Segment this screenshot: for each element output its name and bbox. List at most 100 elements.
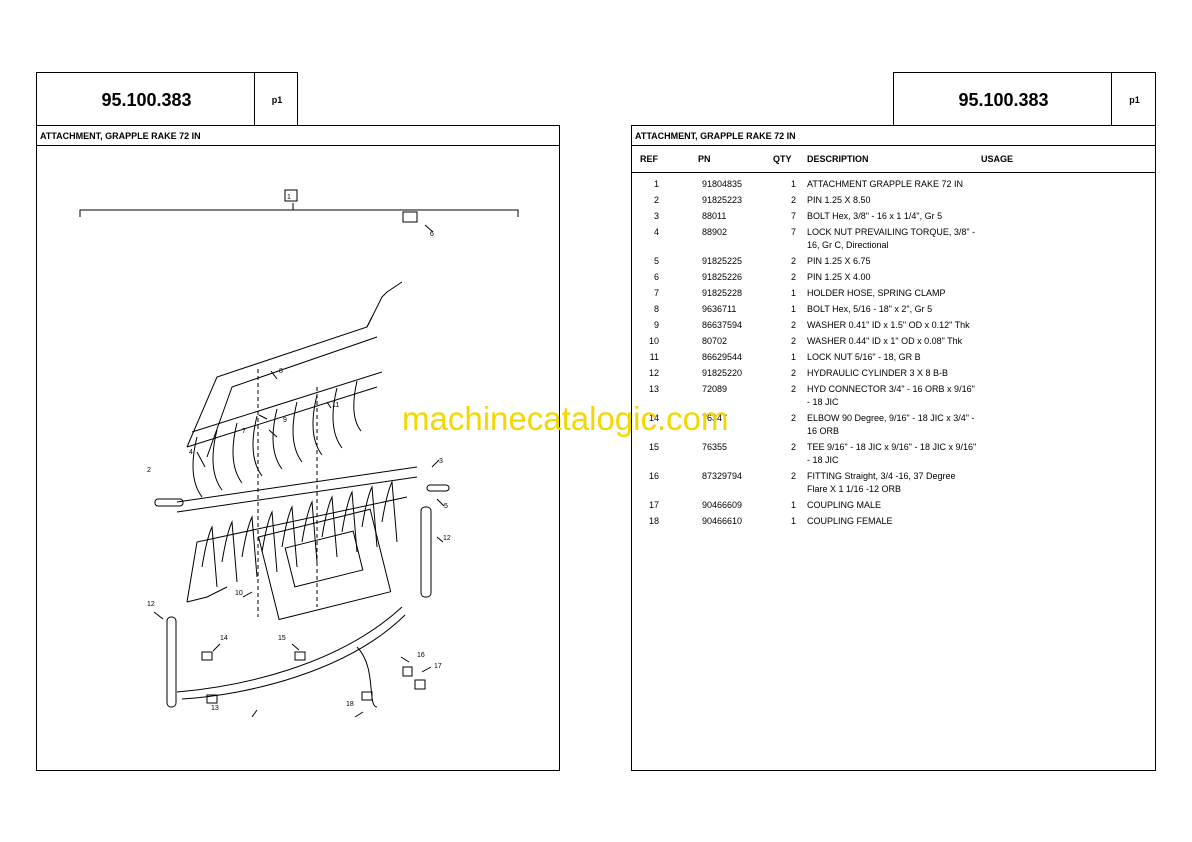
right-page-number: p1 <box>1129 95 1140 105</box>
row-qty: 1 <box>790 352 796 362</box>
row-pn: 86637594 <box>702 320 743 330</box>
right-page-box: p1 <box>1111 72 1156 126</box>
header-usage: USAGE <box>981 154 1014 164</box>
header-ref: REF <box>640 154 658 164</box>
row-ref: 3 <box>653 211 659 221</box>
row-ref: 7 <box>653 288 659 298</box>
row-description: TEE 9/16" - 18 JIC x 9/16" - 18 JIC x 9/… <box>807 442 977 465</box>
watermark: machinecatalogic.com <box>402 400 729 437</box>
row-description: BOLT Hex, 3/8" - 16 x 1 1/4", Gr 5 <box>807 211 943 221</box>
left-title: ATTACHMENT, GRAPPLE RAKE 72 IN <box>37 126 559 146</box>
table-row: 8 9636711 1 BOLT Hex, 5/16 - 18" x 2", Gr 5 <box>632 303 1155 316</box>
row-ref: 6 <box>653 272 659 282</box>
header-pn: PN <box>698 154 711 164</box>
callout-6: 6 <box>430 231 434 238</box>
callout-12b: 12 <box>147 601 155 608</box>
row-ref: 9 <box>653 320 659 330</box>
right-panel: ATTACHMENT, GRAPPLE RAKE 72 IN REF PN QT… <box>631 125 1156 771</box>
row-pn: 86629544 <box>702 352 743 362</box>
row-qty: 2 <box>790 413 796 423</box>
row-ref: 1 <box>653 179 659 189</box>
row-pn: 91825226 <box>702 272 743 282</box>
row-qty: 1 <box>790 288 796 298</box>
row-pn: 91825228 <box>702 288 743 298</box>
header-qty: QTY <box>773 154 792 164</box>
row-description: ELBOW 90 Degree, 9/16" - 18 JIC x 3/4" -… <box>807 413 975 436</box>
row-qty: 2 <box>790 471 796 481</box>
callout-17: 17 <box>434 663 442 670</box>
row-description: LOCK NUT PREVAILING TORQUE, 3/8" - 16, G… <box>807 227 976 250</box>
callout-13: 13 <box>211 705 219 712</box>
row-description: PIN 1.25 X 8.50 <box>807 195 871 205</box>
row-pn: 90466609 <box>702 500 743 510</box>
row-ref: 2 <box>653 195 659 205</box>
row-pn: 9636711 <box>702 304 737 314</box>
callout-8: 8 <box>279 368 283 375</box>
left-page-number: p1 <box>271 95 283 105</box>
row-description: WASHER 0.44" ID x 1" OD x 0.08" Thk <box>807 336 963 346</box>
row-ref: 10 <box>648 336 659 346</box>
row-ref: 16 <box>648 471 659 481</box>
callout-4: 4 <box>189 449 193 456</box>
left-panel: ATTACHMENT, GRAPPLE RAKE 72 IN <box>36 125 560 771</box>
row-pn: 76347 <box>702 413 728 423</box>
row-pn: 91825225 <box>702 256 743 266</box>
row-qty: 2 <box>790 320 796 330</box>
row-description: PIN 1.25 X 4.00 <box>807 272 871 282</box>
row-qty: 2 <box>790 256 796 266</box>
right-title: ATTACHMENT, GRAPPLE RAKE 72 IN <box>632 126 1155 146</box>
row-description: LOCK NUT 5/16" - 18, GR B <box>807 352 921 362</box>
row-pn: 88011 <box>702 211 727 221</box>
row-description: ATTACHMENT GRAPPLE RAKE 72 IN <box>807 179 964 189</box>
callout-16: 16 <box>417 652 425 659</box>
callout-11: 11 <box>332 402 339 409</box>
callout-10: 10 <box>235 590 243 597</box>
callout-2: 2 <box>147 467 151 474</box>
callout-18: 18 <box>346 701 354 708</box>
row-description: HYD CONNECTOR 3/4" - 16 ORB x 9/16" - 18… <box>807 384 975 407</box>
row-description: BOLT Hex, 5/16 - 18" x 2", Gr 5 <box>807 304 933 314</box>
row-qty: 1 <box>790 304 796 314</box>
row-pn: 76355 <box>702 442 728 452</box>
left-page-box: p1 <box>254 72 298 126</box>
callout-14: 14 <box>220 635 228 642</box>
row-ref: 12 <box>648 368 659 378</box>
row-pn: 90466610 <box>702 516 743 526</box>
row-pn: 91825223 <box>702 195 743 205</box>
diagram-callouts: 1 2 3 4 5 6 7 8 9 10 11 12 12 13 14 15 1… <box>147 194 451 712</box>
row-ref: 17 <box>648 500 659 510</box>
table-row: 6 91825226 2 PIN 1.25 X 4.00 <box>632 271 1155 284</box>
row-ref: 14 <box>648 413 659 423</box>
row-qty: 1 <box>790 179 796 189</box>
row-description: HOLDER HOSE, SPRING CLAMP <box>807 288 946 298</box>
row-ref: 5 <box>653 256 659 266</box>
row-qty: 2 <box>790 272 796 282</box>
left-part-code: 95.100.383 <box>101 90 192 110</box>
parts-table-header: REF PN QTY DESCRIPTION USAGE <box>632 146 1155 173</box>
row-pn: 80702 <box>702 336 728 346</box>
table-row: 7 91825228 1 HOLDER HOSE, SPRING CLAMP <box>632 287 1155 300</box>
row-ref: 15 <box>648 442 659 452</box>
row-ref: 8 <box>653 304 659 314</box>
callout-group: 1 <box>287 194 291 201</box>
row-pn: 87329794 <box>702 471 743 481</box>
left-code-box: 95.100.383 <box>36 72 255 126</box>
header-description: DESCRIPTION <box>807 154 869 164</box>
table-row: 14 76347 2 ELBOW 90 Degree, 9/16" - 18 JIC … <box>632 412 1155 438</box>
callout-5: 5 <box>444 503 448 510</box>
row-ref: 18 <box>648 516 659 526</box>
